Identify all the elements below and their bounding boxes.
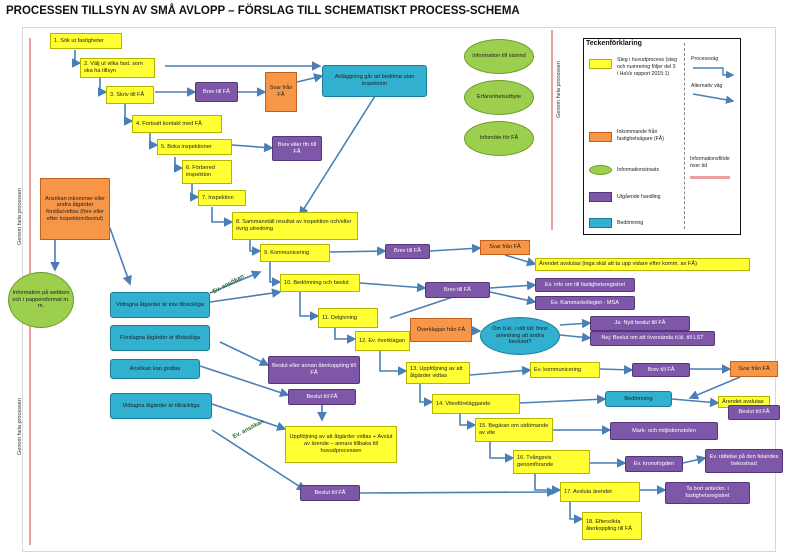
anlaggning-node: Anläggning går att bedöma utan inspektio… [322,65,427,97]
step-5: 5. Boka inspektioner [157,139,232,155]
legend-divider [684,43,685,229]
step-10: 10. Bedömning och beslut [280,274,360,292]
step-17: 17. Avsluta ärendet [560,482,640,502]
step-13: 13. Uppföljning av att åtgärder vidtas [406,362,470,384]
infomote-node: Infomöte för FÅ [464,121,534,156]
arendet-avslutas-node-1: Ärendet avslutas (inga skäl att ta upp v… [535,258,750,271]
vidtagna-tillrackliga-node: Vidtagna åtgärder är tillräckliga [110,393,212,419]
step-16: 16. Tvångsvis genomförande [513,450,590,474]
beslut-annan-aterkoppling-node: Beslut eller annan återkoppling till FÅ [268,356,360,384]
info-start-node: Information på webben och i pappersforma… [8,272,74,328]
side-label-right: Genom hela processen [556,61,562,118]
side-label-bottom: Genom hela processen [17,398,23,455]
svar-node-2: Svar från FÅ [480,240,530,255]
legend-swatch-green [589,165,612,175]
legend: Teckenförklaring Steg i huvudprocess (st… [583,38,741,235]
step-11: 11. Delgivning [318,308,378,328]
legend-process-arrow-label: Processväg [691,56,719,62]
legend-swatch-cyan [589,218,612,228]
diagram-title: PROCESSEN TILLSYN AV SMÅ AVLOPP – FÖRSLA… [6,5,520,17]
om-overklagan-node: Om ö.kl. i rätt tid: finns anledning att… [480,317,560,355]
ansokan-node: Ansökan inkommer eller andra åtgärder fö… [40,178,110,240]
brev-node-5: Brev till FÅ [632,363,690,377]
ansokan-godtas-node: Ansökan kan godtas [110,359,200,379]
step-7: 7. Inspektion [198,190,246,206]
legend-alt-arrow-icon [692,93,735,104]
nej-beslut-node: Nej: Beslut om att översända ö.kl. till … [590,331,715,346]
ja-nytt-beslut-node: Ja: Nytt beslut till FÅ [590,316,690,331]
legend-title: Teckenförklaring [586,40,642,47]
ta-bort-anteckning-node: Ta bort anteckn. i fastighetsregistret [665,482,750,504]
step-2: 2. Välj ut vilka fast. som ska ha tillsy… [80,58,155,78]
legend-text-purple: Utgående handling [617,194,661,200]
legend-text-orange: Inkommande från fastighetsägare (FÅ) [617,129,664,142]
ev-kommunicering-node: Ev. kommunicering [530,362,600,378]
legend-process-arrow-icon [693,67,735,78]
beslut-node-3: Beslut till FÅ [728,405,780,420]
legend-info-flow-bar [690,176,730,179]
legend-swatch-yellow [589,59,612,69]
brev-node-4: Brev till FÅ [425,282,490,298]
brev-node-3: Brev till FÅ [385,244,430,259]
ev-kammarkollegiet-node: Ev. Kammarkollegiet - MSA [535,296,635,310]
bedomning-node: Bedömning [605,391,672,407]
branschsamverkan-node: Erfarenhetsutbyte [464,80,534,115]
brev-node-2: Brev eller tfn till FÅ [272,136,322,161]
beslut-node-1: Beslut till FÅ [288,389,356,405]
side-label-top: Genom hela processen [17,188,23,245]
brev-node-1: Brev till FÅ [195,82,238,102]
step-1: 1. Sök ut fastigheter [50,33,122,49]
legend-swatch-orange [589,132,612,142]
step-18: 18. Eftersökta återkoppling till FÅ [582,512,642,540]
overklagan-fran-node: Överklagan från FÅ [410,318,472,342]
info-namnd-node: Information till nämnd [464,39,534,74]
legend-info-flow-label: Informationsflöde över tid [690,156,730,169]
step-9: 9. Kommunicering [260,244,330,262]
legend-text-green: Informationsinsats [617,167,660,173]
step-12: 12. Ev. överklagan [355,331,410,351]
ev-kronofogden-node: Ev. kronofogden [625,456,683,472]
beslut-node-2: Beslut till FÅ [300,485,360,501]
ev-info-fastighetsregister-node: Ev. info om till fastighetsregistret [535,278,635,292]
legend-alt-arrow-label: Alternativ väg [691,83,723,89]
ev-rattelse-node: Ev. rättelse på den felandes bekostnad [705,449,783,473]
step-4: 4. Fortsatt kontakt med FÅ [132,115,222,133]
forslagna-tillrackliga-node: Förslagna åtgärder är tillräckliga [110,325,210,351]
svar-node-3: Svar från FÅ [730,361,778,377]
uppfoljning-text-node: Uppföljning av att åtgärder vidtas + Avs… [285,426,397,463]
vidtagna-ej-tillrackliga-node: Vidtagna åtgärder är inte tillräckliga [110,292,210,318]
mark-miljodomstolen-node: Mark- och miljödomstolen [610,422,718,440]
step-14: 14. Vitesföreläggande [432,394,520,414]
step-6: 6. Förbered inspektion [182,160,232,184]
legend-text-yellow: Steg i huvudprocess (steg och numrering … [617,57,677,77]
step-3: 3. Skriv till FÅ [106,86,154,104]
svar-node-1: Svar från FÅ [265,72,297,112]
legend-text-cyan: Bedömning [617,220,644,226]
legend-swatch-purple [589,192,612,202]
step-8: 8. Sammanställ resultat av inspektion oc… [232,212,358,240]
step-15: 15. Begäran om utdömande av vite [475,418,553,442]
